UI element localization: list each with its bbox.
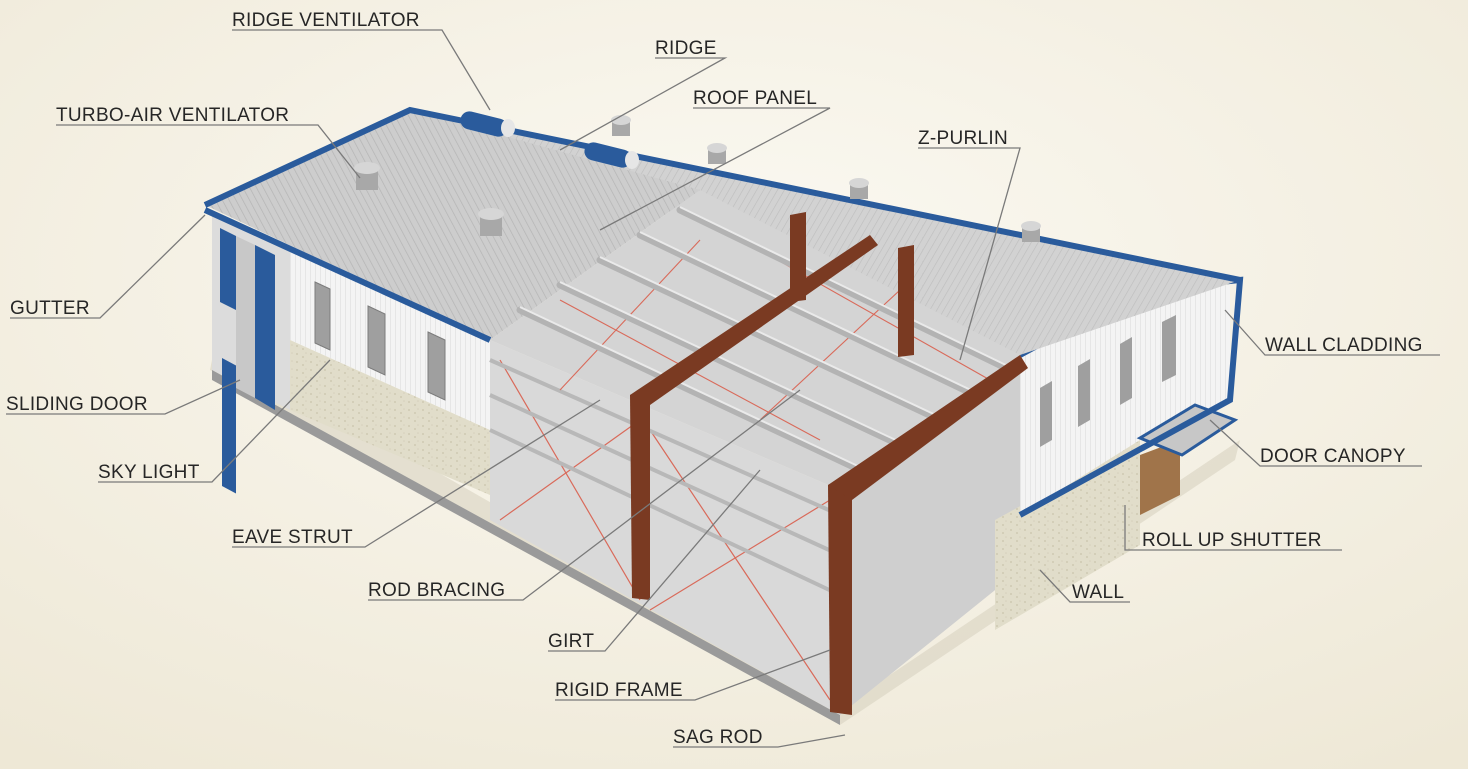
door-canopy-shape [1136, 403, 1239, 457]
gable-window-4 [1162, 315, 1176, 382]
label-roll-up-shutter: ROLL UP SHUTTER [1142, 530, 1322, 551]
sliding-door-panel-2 [255, 245, 275, 410]
label-sag-rod: SAG ROD [673, 727, 763, 748]
ridge-ventilator-2 [584, 142, 639, 169]
left-long-wall [212, 210, 840, 725]
gable-window-2 [1078, 359, 1090, 427]
label-rigid-frame: RIGID FRAME [555, 680, 683, 701]
eave-gutter [203, 106, 1241, 283]
z-purlins-highlight [519, 206, 1011, 468]
label-z-purlin: Z-PURLIN [918, 128, 1008, 149]
roll-up-shutter [1140, 440, 1180, 515]
label-rod-bracing: ROD BRACING [368, 580, 505, 601]
turbo-vent-4 [707, 143, 727, 164]
leader-lines [6, 29, 1440, 748]
label-ridge-ventilator: RIDGE VENTILATOR [232, 10, 420, 31]
turbo-vent-2 [478, 208, 504, 236]
sliding-door-panel-1 [220, 228, 236, 310]
eave-strut-trim [203, 207, 492, 343]
label-roof-panel: ROOF PANEL [693, 88, 817, 109]
window-3 [427, 331, 446, 401]
label-door-canopy: DOOR CANOPY [1260, 446, 1406, 467]
roof-panel-shape [205, 110, 700, 340]
wall-rod-bracing [499, 359, 831, 701]
gable-window-1 [1040, 381, 1052, 447]
girts [489, 358, 841, 597]
label-gutter: GUTTER [10, 298, 90, 319]
label-turbo-air-ventilator: TURBO-AIR VENTILATOR [56, 105, 289, 126]
turbo-vent-3 [611, 115, 631, 136]
z-purlins [516, 206, 1014, 474]
label-girt: GIRT [548, 631, 594, 652]
label-wall-cladding: WALL CLADDING [1265, 335, 1423, 356]
gable-window-3 [1120, 337, 1132, 405]
window-2 [367, 305, 386, 376]
rigid-frame [630, 212, 1028, 715]
sliding-door [222, 358, 236, 494]
turbo-vent-6 [1021, 221, 1041, 242]
turbo-vent-5 [849, 178, 869, 199]
roof-open-area [490, 190, 1020, 490]
sliding-door-gap [236, 236, 255, 398]
window-1 [314, 281, 331, 351]
label-eave-strut: EAVE STRUT [232, 527, 353, 548]
label-sky-light: SKY LIGHT [98, 462, 200, 483]
turbo-vent-1 [354, 162, 380, 190]
ridge-ventilator-1 [460, 111, 515, 137]
label-sliding-door: SLIDING DOOR [6, 394, 148, 415]
label-ridge: RIDGE [655, 38, 717, 59]
label-wall: WALL [1072, 582, 1124, 603]
